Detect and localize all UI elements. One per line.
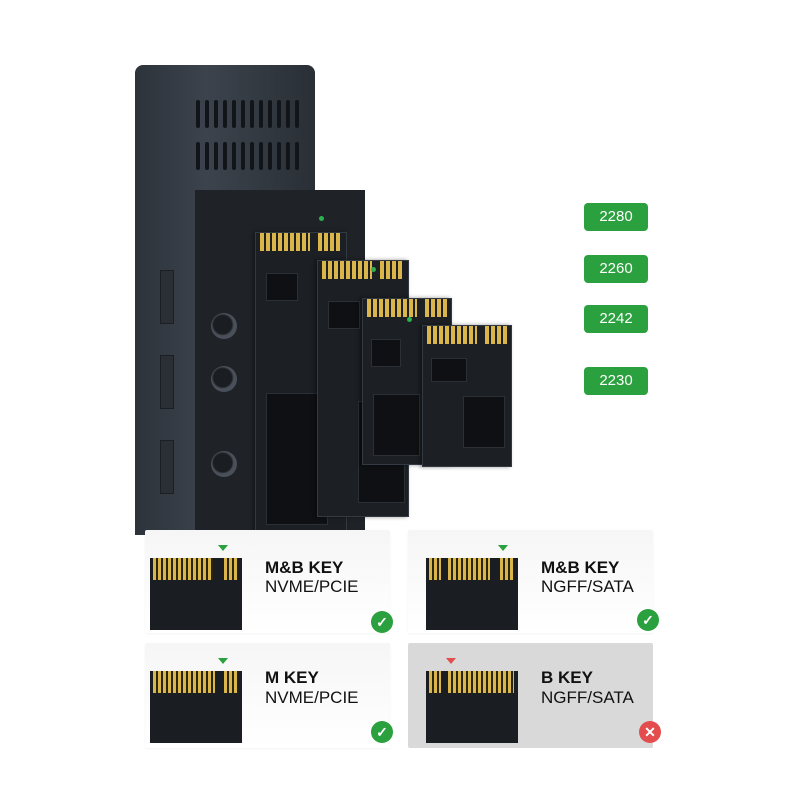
size-badge-2260: 2260	[584, 255, 648, 283]
ssd-connector-image	[426, 671, 518, 743]
key-title: M&B KEY	[265, 558, 344, 577]
key-subtitle: NVME/PCIE	[265, 577, 359, 596]
mount-screw-hole	[211, 451, 237, 477]
vent-grille-bottom	[196, 142, 306, 172]
vent-grille-top	[196, 100, 306, 130]
notch-marker-icon	[218, 545, 228, 551]
notch-marker-icon	[218, 658, 228, 664]
key-panel-m-nvme: M KEY NVME/PCIE ✓	[145, 643, 393, 748]
ssd-connector-image	[150, 558, 242, 630]
check-icon: ✓	[637, 609, 659, 631]
key-subtitle: NGFF/SATA	[541, 688, 634, 707]
size-badge-2230: 2230	[584, 367, 648, 395]
key-panel-mb-nvme: M&B KEY NVME/PCIE ✓	[145, 530, 393, 633]
notch-marker-icon	[446, 658, 456, 664]
key-title: M&B KEY	[541, 558, 620, 577]
key-subtitle: NVME/PCIE	[265, 688, 359, 707]
key-panel-b-sata: B KEY NGFF/SATA ✕	[408, 643, 661, 748]
check-icon: ✓	[371, 611, 393, 633]
ssd-card-2230	[422, 325, 512, 467]
mount-screw-hole	[211, 366, 237, 392]
key-title: M KEY	[265, 668, 319, 687]
cross-icon: ✕	[639, 721, 661, 743]
indicator-dot	[371, 267, 376, 272]
rail-notch	[160, 440, 174, 494]
ssd-connector-image	[426, 558, 518, 630]
check-icon: ✓	[371, 721, 393, 743]
ssd-connector-image	[150, 671, 242, 743]
rail-notch	[160, 355, 174, 409]
indicator-dot	[319, 216, 324, 221]
notch-marker-icon	[498, 545, 508, 551]
key-panel-mb-sata: M&B KEY NGFF/SATA ✓	[408, 530, 659, 633]
size-badge-2242: 2242	[584, 305, 648, 333]
key-subtitle: NGFF/SATA	[541, 577, 634, 596]
indicator-dot	[407, 317, 412, 322]
key-title: B KEY	[541, 668, 593, 687]
size-badge-2280: 2280	[584, 203, 648, 231]
rail-notch	[160, 270, 174, 324]
mount-screw-hole	[211, 313, 237, 339]
